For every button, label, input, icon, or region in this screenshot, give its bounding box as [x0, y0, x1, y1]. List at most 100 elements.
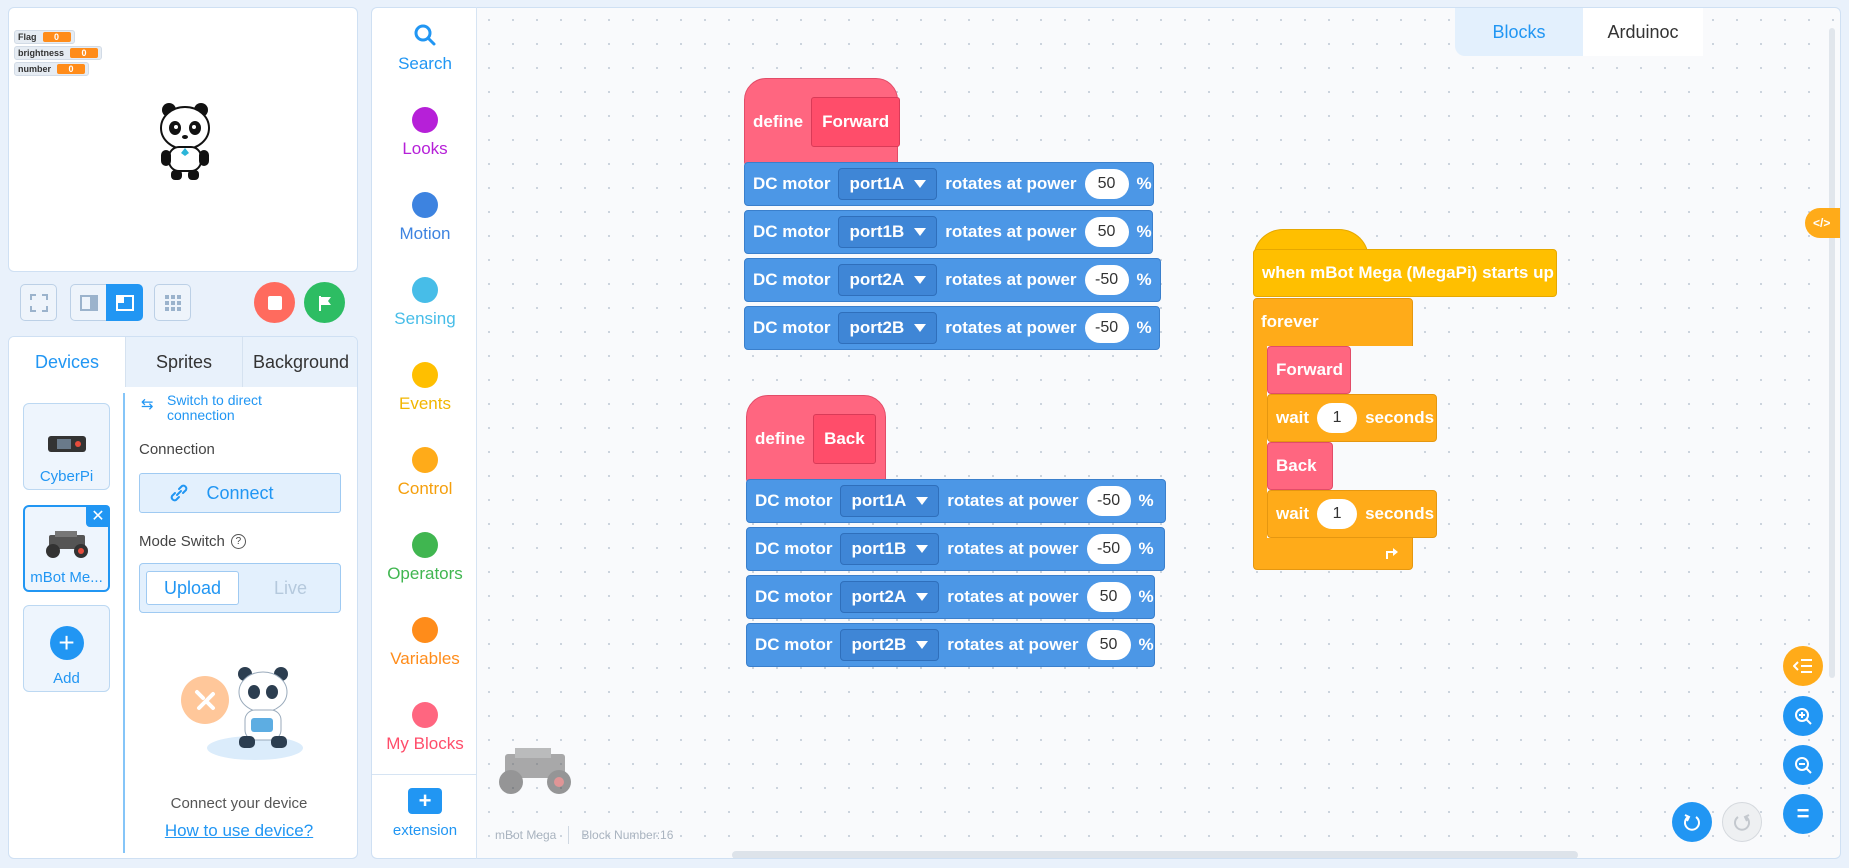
stop-button[interactable]: [254, 282, 295, 323]
port-dropdown[interactable]: port1B: [838, 216, 938, 248]
fullscreen-icon: [29, 293, 48, 312]
script-workspace[interactable]: define Forward DC motor port1A rotates a…: [477, 7, 1841, 859]
add-device-button[interactable]: + Add: [23, 605, 110, 692]
power-input[interactable]: -50: [1086, 534, 1131, 564]
category-events[interactable]: Events: [372, 362, 478, 414]
block-label: DC motor: [755, 539, 833, 558]
monitor-value: 0: [42, 32, 71, 42]
switch-connection-link[interactable]: ⇆ Switch to direct connection: [141, 393, 321, 423]
grid-view-button[interactable]: [154, 284, 191, 321]
extension-button[interactable]: + extension: [372, 788, 478, 839]
unit-label: %: [1138, 635, 1154, 654]
redo-button[interactable]: [1722, 802, 1762, 842]
tab-background[interactable]: Background: [252, 351, 350, 372]
device-card-mbot-mega[interactable]: ✕ mBot Me...: [23, 505, 110, 592]
zoom-in-button[interactable]: [1783, 696, 1823, 736]
motor-block[interactable]: DC motor port2B rotates at power 50 %: [746, 623, 1155, 667]
tab-devices[interactable]: Devices: [9, 337, 126, 387]
port-dropdown[interactable]: port1A: [838, 168, 938, 200]
category-motion[interactable]: Motion: [372, 192, 478, 244]
large-stage-icon: [115, 294, 134, 311]
call-back-block[interactable]: Back: [1267, 442, 1333, 490]
block-text: rotates at power: [945, 174, 1077, 193]
category-operators[interactable]: Operators: [372, 532, 478, 584]
motor-block[interactable]: DC motor port2A rotates at power -50 %: [744, 258, 1161, 302]
port-dropdown[interactable]: port1B: [840, 533, 940, 565]
define-forward-block[interactable]: define Forward: [744, 78, 901, 166]
tab-arduino[interactable]: Arduinoc: [1583, 8, 1703, 56]
power-input[interactable]: 50: [1084, 217, 1129, 247]
motor-block[interactable]: DC motor port2A rotates at power 50 %: [746, 575, 1155, 619]
call-forward-block[interactable]: Forward: [1267, 346, 1351, 394]
wait-seconds-input[interactable]: 1: [1317, 499, 1358, 529]
motor-block[interactable]: DC motor port1B rotates at power 50 %: [744, 210, 1153, 254]
category-search[interactable]: Search: [372, 22, 478, 74]
motor-block[interactable]: DC motor port1A rotates at power -50 %: [746, 479, 1166, 523]
define-back-block[interactable]: define Back: [746, 395, 886, 483]
mode-upload-button[interactable]: Upload: [146, 571, 239, 605]
panel-tabs: Devices Sprites Background: [9, 337, 357, 387]
zoom-reset-button[interactable]: =: [1783, 794, 1823, 834]
tab-blocks[interactable]: Blocks: [1455, 8, 1583, 56]
clean-up-button[interactable]: [1783, 646, 1823, 686]
wait-block[interactable]: wait 1 seconds: [1267, 394, 1437, 442]
device-card-cyberpi[interactable]: CyberPi: [23, 403, 110, 490]
port-value: port2A: [849, 270, 905, 289]
power-input[interactable]: -50: [1084, 265, 1129, 295]
vertical-scrollbar[interactable]: [1829, 28, 1835, 678]
block-label: DC motor: [753, 270, 831, 289]
search-icon: [414, 24, 436, 46]
help-icon[interactable]: ?: [230, 534, 246, 549]
power-input[interactable]: 50: [1084, 169, 1129, 199]
undo-button[interactable]: [1672, 802, 1712, 842]
small-stage-button[interactable]: [70, 284, 107, 321]
zoom-out-icon: [1795, 757, 1812, 774]
panda-sprite[interactable]: [155, 100, 215, 182]
wait-block[interactable]: wait 1 seconds: [1267, 490, 1437, 538]
motor-block[interactable]: DC motor port2B rotates at power -50 %: [744, 306, 1160, 350]
zoom-out-button[interactable]: [1783, 745, 1823, 785]
motor-block[interactable]: DC motor port1B rotates at power -50 %: [746, 527, 1165, 571]
large-stage-button[interactable]: [106, 284, 143, 321]
port-dropdown[interactable]: port2B: [840, 629, 940, 661]
fullscreen-button[interactable]: [20, 284, 57, 321]
monitor-label: Flag: [18, 32, 37, 42]
code-panel-toggle[interactable]: </>: [1805, 208, 1840, 238]
category-sensing[interactable]: Sensing: [372, 277, 478, 329]
mbot-mega-icon: [45, 531, 88, 558]
port-value: port1A: [849, 174, 905, 193]
power-input[interactable]: -50: [1084, 313, 1129, 343]
monitor-flag: Flag 0: [14, 30, 75, 44]
how-to-use-link[interactable]: How to use device?: [164, 821, 314, 840]
port-dropdown[interactable]: port2B: [838, 312, 938, 344]
motor-block[interactable]: DC motor port1A rotates at power 50 %: [744, 162, 1154, 206]
device-label: Add: [53, 670, 80, 687]
port-dropdown[interactable]: port2A: [838, 264, 938, 296]
undo-icon: [1684, 814, 1700, 831]
port-value: port2B: [851, 635, 907, 654]
block-label: DC motor: [755, 491, 833, 510]
go-button[interactable]: [304, 282, 345, 323]
category-looks[interactable]: Looks: [372, 107, 478, 159]
power-input[interactable]: -50: [1086, 486, 1131, 516]
category-my-blocks[interactable]: My Blocks: [372, 702, 478, 754]
block-label: DC motor: [755, 587, 833, 606]
category-control[interactable]: Control: [372, 447, 478, 499]
power-input[interactable]: 50: [1086, 582, 1131, 612]
port-dropdown[interactable]: port1A: [840, 485, 940, 517]
mode-live-button[interactable]: Live: [273, 577, 308, 598]
block-label: DC motor: [755, 635, 833, 654]
horizontal-scrollbar[interactable]: [732, 851, 1578, 858]
tab-sprites[interactable]: Sprites: [126, 337, 243, 387]
remove-device-button[interactable]: ✕: [86, 505, 110, 527]
category-variables[interactable]: Variables: [372, 617, 478, 669]
when-starts-up-block[interactable]: when mBot Mega (MegaPi) starts up: [1253, 249, 1557, 297]
power-input[interactable]: 50: [1086, 630, 1131, 660]
add-icon: +: [49, 626, 84, 660]
stage[interactable]: Flag 0 brightness 0 number 0: [8, 7, 358, 272]
port-dropdown[interactable]: port2A: [840, 581, 940, 613]
block-label: when mBot Mega (MegaPi) starts up: [1262, 263, 1554, 282]
category-label: Motion: [399, 224, 451, 243]
connect-button[interactable]: Connect: [139, 473, 341, 513]
wait-seconds-input[interactable]: 1: [1317, 403, 1358, 433]
